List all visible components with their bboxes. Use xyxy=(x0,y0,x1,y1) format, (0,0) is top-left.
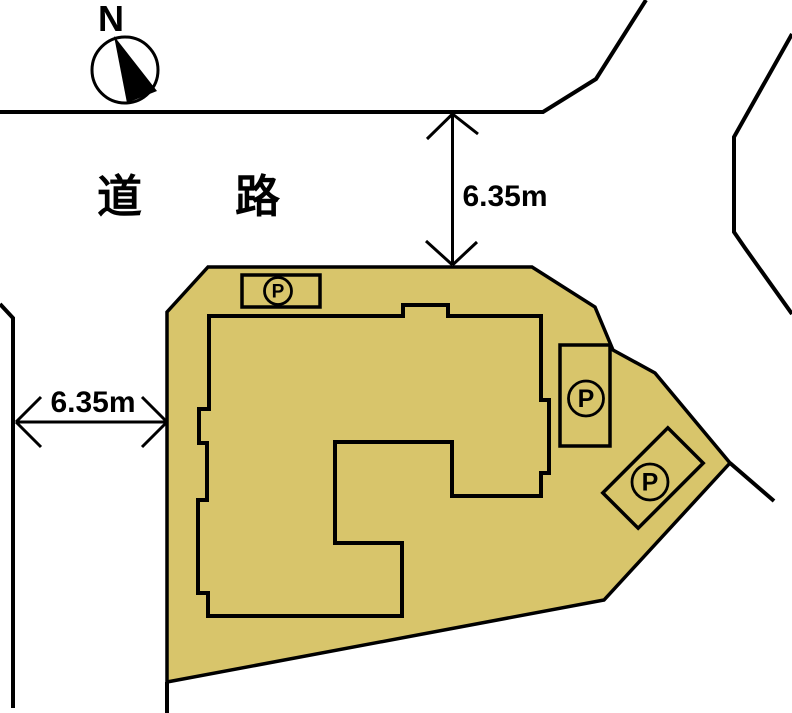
dim-arrowhead-right-icon xyxy=(140,395,169,449)
lot-polygon xyxy=(165,265,733,685)
north-needle-icon xyxy=(114,36,157,103)
building-outline xyxy=(196,303,551,618)
dim-arrowhead-left-icon xyxy=(14,395,43,449)
parking-circle-3 xyxy=(630,462,670,502)
parking-p-label-2: P xyxy=(578,385,595,413)
dimension-top xyxy=(424,112,479,267)
dim-arrowhead-down-icon xyxy=(424,239,479,267)
parking-p-label-3: P xyxy=(642,469,659,497)
parking-space-3: P xyxy=(600,425,706,531)
parking-circle-2 xyxy=(567,379,605,418)
road-edge-tip-extension xyxy=(728,461,776,503)
parking-p-label-1: P xyxy=(272,282,285,303)
road-edge-left xyxy=(0,302,15,708)
dimension-top-label: 6.35m xyxy=(462,180,547,213)
dimension-left-label: 6.35m xyxy=(50,386,135,419)
parking-circle-1 xyxy=(263,276,293,306)
parking-rect-2 xyxy=(558,343,612,448)
parking-rect-1 xyxy=(240,273,322,309)
dimension-left xyxy=(14,395,169,449)
compass-circle xyxy=(90,35,160,105)
north-label: N xyxy=(98,0,124,39)
road-edge-right xyxy=(732,33,792,316)
compass: N xyxy=(90,0,160,105)
road-label: 道路 xyxy=(97,171,373,222)
road-edge-top xyxy=(0,0,648,114)
dim-arrowhead-up-icon xyxy=(425,112,479,141)
parking-rect-3 xyxy=(600,425,706,531)
parking-space-2: P xyxy=(558,343,612,448)
parking-space-1: P xyxy=(240,273,322,309)
